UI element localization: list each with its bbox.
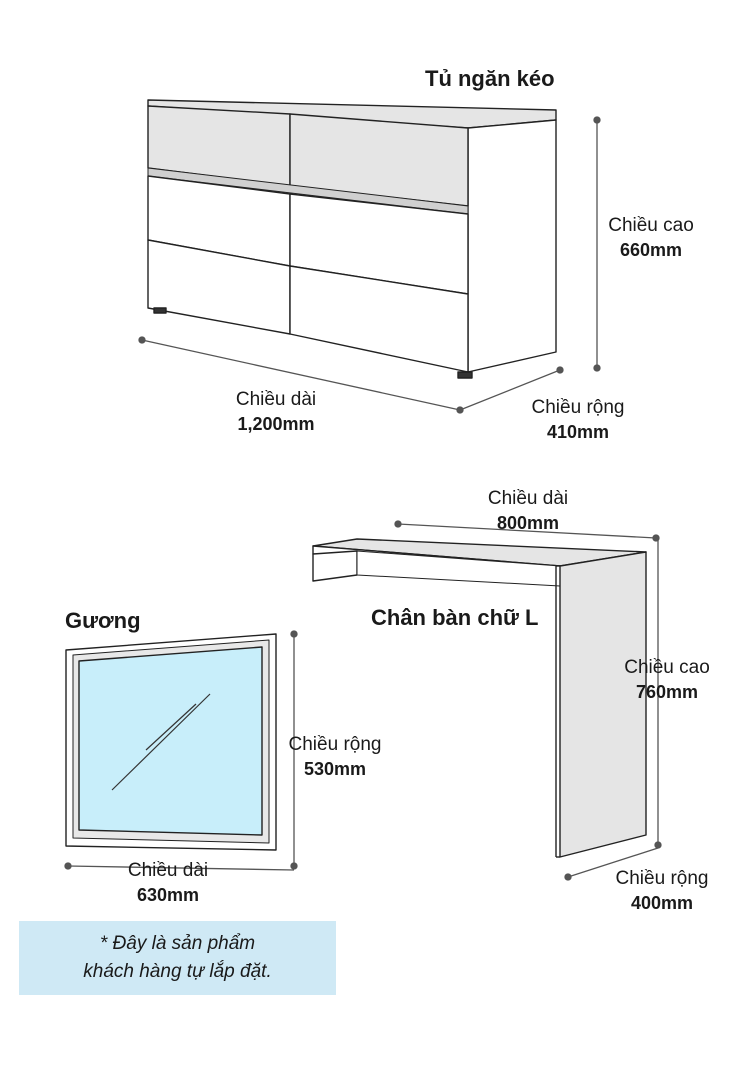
- note-line-1: * Đây là sản phẩm: [99, 933, 256, 954]
- desk-height-label: Chiều cao 760mm: [624, 656, 710, 704]
- mirror-drawing: [65, 633, 277, 851]
- desk-leg-panel: [559, 551, 647, 858]
- desk-depth-caption: Chiều rộng: [615, 868, 709, 889]
- dresser-depth-label: Chiều rộng 410mm: [532, 396, 625, 444]
- desk-height-value: 760mm: [635, 682, 699, 702]
- desk-dimension-lines: [394, 520, 662, 881]
- dresser-drawing: [147, 99, 557, 379]
- dresser-depth-value: 410mm: [546, 422, 610, 442]
- dresser-length-caption: Chiều dài: [235, 389, 317, 410]
- self-assembly-note: * Đây là sản phẩm khách hàng tự lắp đặt.: [19, 921, 336, 995]
- desk-left-fold: [312, 550, 358, 582]
- mirror-height-value: 530mm: [303, 759, 367, 779]
- desk-title: Chân bàn chữ L: [371, 605, 539, 630]
- desk-length-value: 800mm: [496, 513, 560, 533]
- mirror-dimension-lines: [64, 630, 298, 871]
- dresser-dimension-lines: [138, 116, 601, 414]
- mirror-height-label: Chiều rộng 530mm: [289, 733, 382, 781]
- desk-height-caption: Chiều cao: [624, 657, 710, 678]
- desk-length-label: Chiều dài 800mm: [488, 487, 568, 535]
- mirror-length-label: Chiều dài 630mm: [128, 859, 208, 907]
- dresser-length-label: Chiều dài 1,200mm: [236, 388, 316, 436]
- desk-length-caption: Chiều dài: [487, 488, 569, 509]
- mirror-glass: [78, 646, 263, 836]
- dresser-height-value: 660mm: [619, 240, 683, 260]
- dresser-height-caption: Chiều cao: [608, 215, 694, 236]
- dresser-foot: [153, 307, 167, 314]
- dresser-side: [467, 119, 557, 373]
- desk-depth-value: 400mm: [630, 893, 694, 913]
- dresser-title: Tủ ngăn kéo: [425, 66, 555, 91]
- mirror-height-caption: Chiều rộng: [288, 734, 382, 755]
- desk-leg-drawing: [312, 538, 647, 858]
- dresser-height-label: Chiều cao 660mm: [608, 214, 694, 262]
- dresser-length-value: 1,200mm: [237, 414, 315, 434]
- desk-depth-label: Chiều rộng 400mm: [616, 867, 709, 915]
- note-line-2: khách hàng tự lắp đặt.: [83, 961, 272, 982]
- mirror-length-caption: Chiều dài: [127, 860, 209, 881]
- mirror-title: Gương: [65, 608, 141, 633]
- dresser-depth-caption: Chiều rộng: [531, 397, 625, 418]
- mirror-length-value: 630mm: [136, 885, 200, 905]
- dresser-foot: [457, 371, 473, 379]
